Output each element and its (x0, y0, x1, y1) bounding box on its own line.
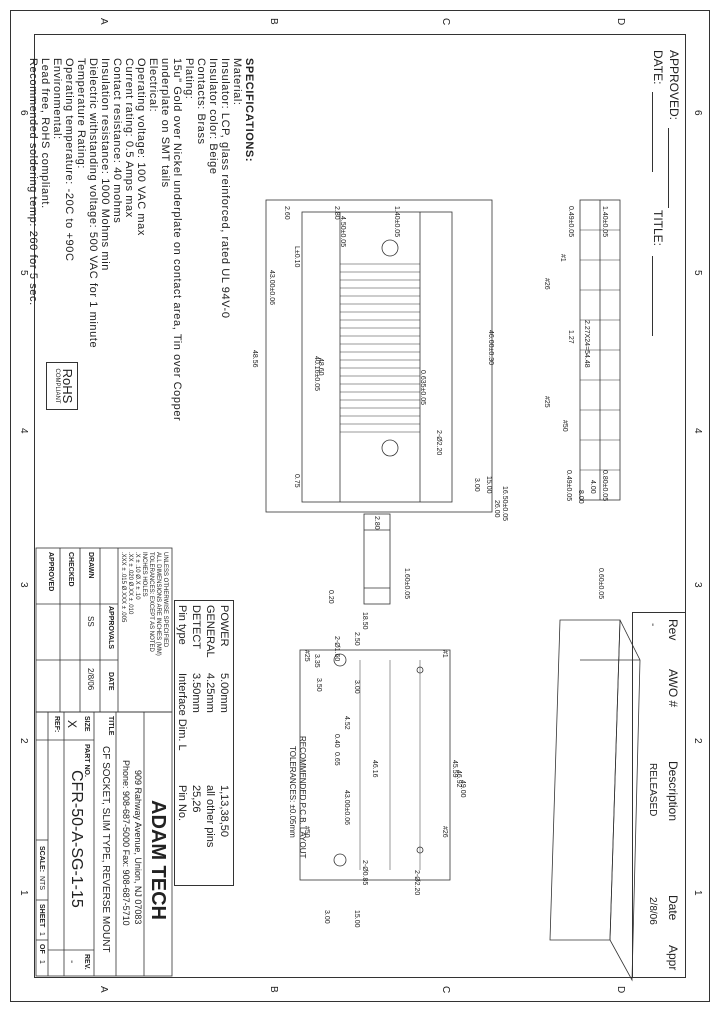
drawn-date: 2/8/06 (86, 668, 95, 691)
dim-label: 15.00 (353, 910, 360, 928)
dim-label: 46.00±0.30 (487, 330, 494, 365)
dim-label: 1.40±0.05 (393, 206, 400, 238)
title-block-title-label: TITLE (107, 716, 114, 736)
approvals-header: APPROVALS (107, 606, 114, 650)
dim-label: #50 (561, 420, 568, 432)
of-label: OF (38, 944, 45, 954)
approved-row-label: APPROVED (47, 552, 54, 592)
dim-label: 46.16 (371, 760, 378, 778)
dim-label: #50 (303, 826, 310, 838)
dim-label: 1.40±0.05 (601, 206, 608, 238)
dim-label: 0.635±0.05 (419, 370, 426, 405)
sheet-value: 1 (38, 932, 45, 936)
size-label: SIZE (83, 716, 90, 732)
dim-label: 43.00±0.06 (343, 790, 350, 825)
drawn-name: SS (86, 616, 95, 627)
dim-label: 43.00±0.06 (268, 270, 275, 305)
dim-label: #25 (543, 396, 550, 408)
of-value: 1 (38, 960, 45, 964)
dim-label: 4.00 (589, 480, 596, 494)
dim-label: #26 (441, 826, 448, 838)
dim-label: 3.35 (313, 654, 320, 668)
dim-label: 0.49±0.05 (567, 206, 574, 238)
dim-label: 16.50±0.05 (501, 486, 508, 521)
dim-label: 2.80 (333, 206, 340, 220)
dim-label: 3.00 (473, 478, 480, 492)
dim-label: #26 (543, 278, 550, 290)
ref-label: REF: (53, 716, 60, 733)
dim-label: 0.65 (333, 752, 340, 766)
checked-label: CHECKED (67, 552, 74, 587)
dim-label: 1.60±0.05 (403, 568, 410, 600)
dim-label: 4.50±0.05 (339, 216, 346, 248)
company-address: 909 Rahway Avenue, Union, NJ 07083 (133, 770, 143, 925)
dim-label: 48.60 (317, 358, 324, 376)
company-phone: Phone: 908-687-5000 Fax: 908-687-5710 (121, 760, 131, 926)
date-header: DATE (107, 672, 114, 691)
tolerance-note: ALL DIMENSIONS ARE INCHES (MM) (155, 552, 161, 656)
scale-label: SCALE: (38, 846, 45, 873)
size-value: X (65, 720, 79, 729)
dim-label: 2.27X24=54.48 (583, 320, 590, 368)
company-name: ADAM TECH (147, 800, 169, 920)
scale-value: NTS (38, 876, 45, 890)
dim-label: 2-Ø2.20 (413, 870, 420, 896)
dim-label: 0.75 (293, 474, 300, 488)
dim-label: 49.00 (459, 780, 466, 798)
dim-label: 26.00 (493, 500, 500, 518)
title-block-title: CF SOCKET, SLIM TYPE, REVERSE MOUNT (100, 746, 111, 953)
tolerance-note: .XXX ± .015 Ø.XXX ± .005 (120, 552, 126, 623)
dim-label: 0.40 (333, 734, 340, 748)
dim-label: 0.20 (327, 590, 334, 604)
dim-label: 1.27 (567, 330, 574, 344)
dim-label: 3.00 (323, 910, 330, 924)
dim-label: 4.52 (343, 716, 350, 730)
dim-label: 18.50 (361, 612, 368, 630)
rev-value: - (66, 960, 77, 964)
dim-label: 2.60 (283, 206, 290, 220)
dim-label: 2-Ø2.20 (435, 430, 442, 456)
dim-label: 3.00 (353, 680, 360, 694)
tolerance-note: TOLERANCES: EXCEPT AS NOTED (148, 552, 154, 652)
dim-label: 2-Ø1.60 (333, 636, 340, 662)
dim-label: 2-Ø0.85 (361, 860, 368, 886)
dim-label: 0.80±0.05 (601, 470, 608, 502)
part-number: CFR-50-A-SG-1-15 (68, 770, 85, 908)
dim-label: 0.49±0.05 (565, 470, 572, 502)
tolerance-note: .X ± .10 Ø.X ± .10 (134, 552, 140, 600)
dim-label: 15.00 (485, 476, 492, 494)
dim-label: #25 (303, 650, 310, 662)
tolerance-note: UNLESS OTHERWISE SPECIFIED (162, 552, 168, 648)
dim-label: 48.56 (251, 350, 258, 368)
dim-label: #1 (559, 254, 566, 262)
sheet-label: SHEET (38, 904, 45, 928)
rev-label: REV. (83, 954, 90, 970)
dim-label: 0.60±0.05 (597, 568, 604, 600)
dim-label: 2.80 (373, 516, 380, 530)
tolerance-note: .XX ± .020 Ø.XX ± .010 (127, 552, 133, 615)
dim-label: #1 (441, 650, 448, 658)
dim-label: 3.50 (315, 678, 322, 692)
drawn-label: DRAWN (87, 552, 94, 579)
dim-label: 2.50 (353, 632, 360, 646)
dim-label: L±0.10 (293, 246, 300, 268)
tolerance-note: INCHES HOLES (141, 552, 147, 597)
dim-label: 8.00 (577, 490, 584, 504)
